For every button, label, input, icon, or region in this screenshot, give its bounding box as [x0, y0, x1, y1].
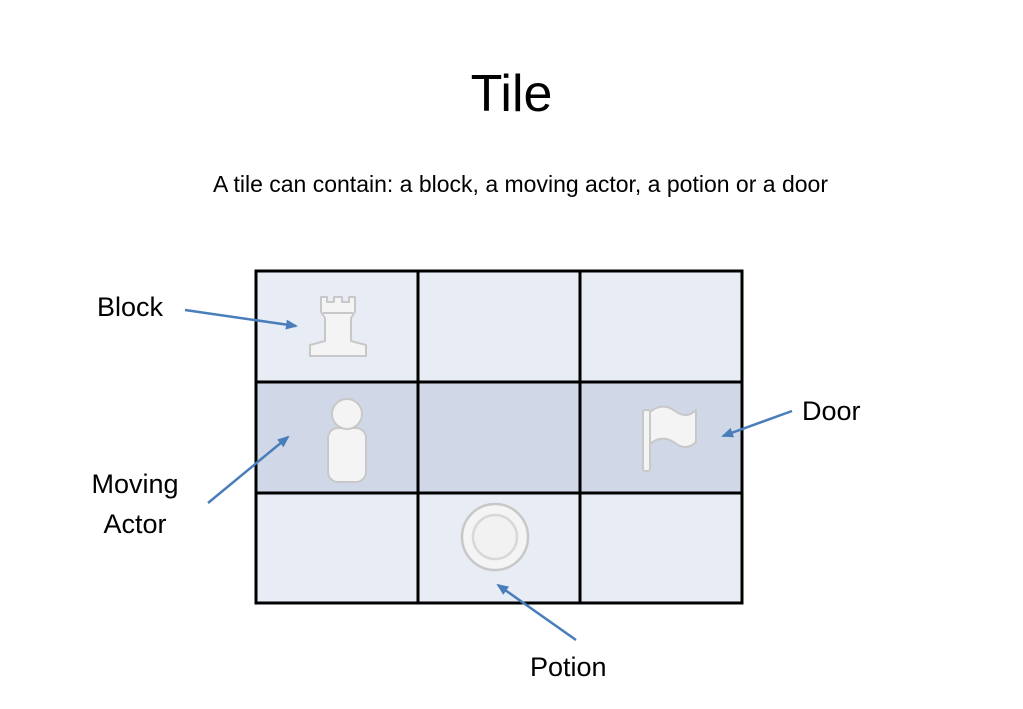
moving-actor-arrow	[207, 435, 290, 504]
door-arrow	[721, 409, 793, 438]
block-arrow	[184, 308, 298, 330]
door-label: Door	[802, 396, 861, 426]
tile-cell-r2-c2	[580, 493, 742, 603]
moving-actor-label-line1: Moving	[91, 469, 179, 499]
door-flag-icon	[642, 405, 697, 472]
callout-arrows	[184, 308, 793, 642]
tile-cell-r1-c1	[418, 382, 580, 493]
block-label: Block	[97, 292, 164, 322]
tile-cell-r2-c0	[256, 493, 418, 603]
potion-icon	[460, 502, 530, 572]
potion-arrow	[496, 583, 577, 642]
slide-subtitle: A tile can contain: a block, a moving ac…	[213, 171, 828, 197]
potion-label: Potion	[530, 652, 607, 682]
moving-actor-icon	[327, 398, 367, 483]
tile-cell-r0-c2	[580, 271, 742, 382]
block-icon	[309, 296, 367, 357]
moving-actor-label-line2: Actor	[103, 509, 167, 539]
tile-cell-r0-c1	[418, 271, 580, 382]
grid-lines	[254, 269, 744, 605]
moving-actor-label: Moving Actor	[82, 464, 188, 544]
slide-title: Tile	[470, 65, 553, 123]
